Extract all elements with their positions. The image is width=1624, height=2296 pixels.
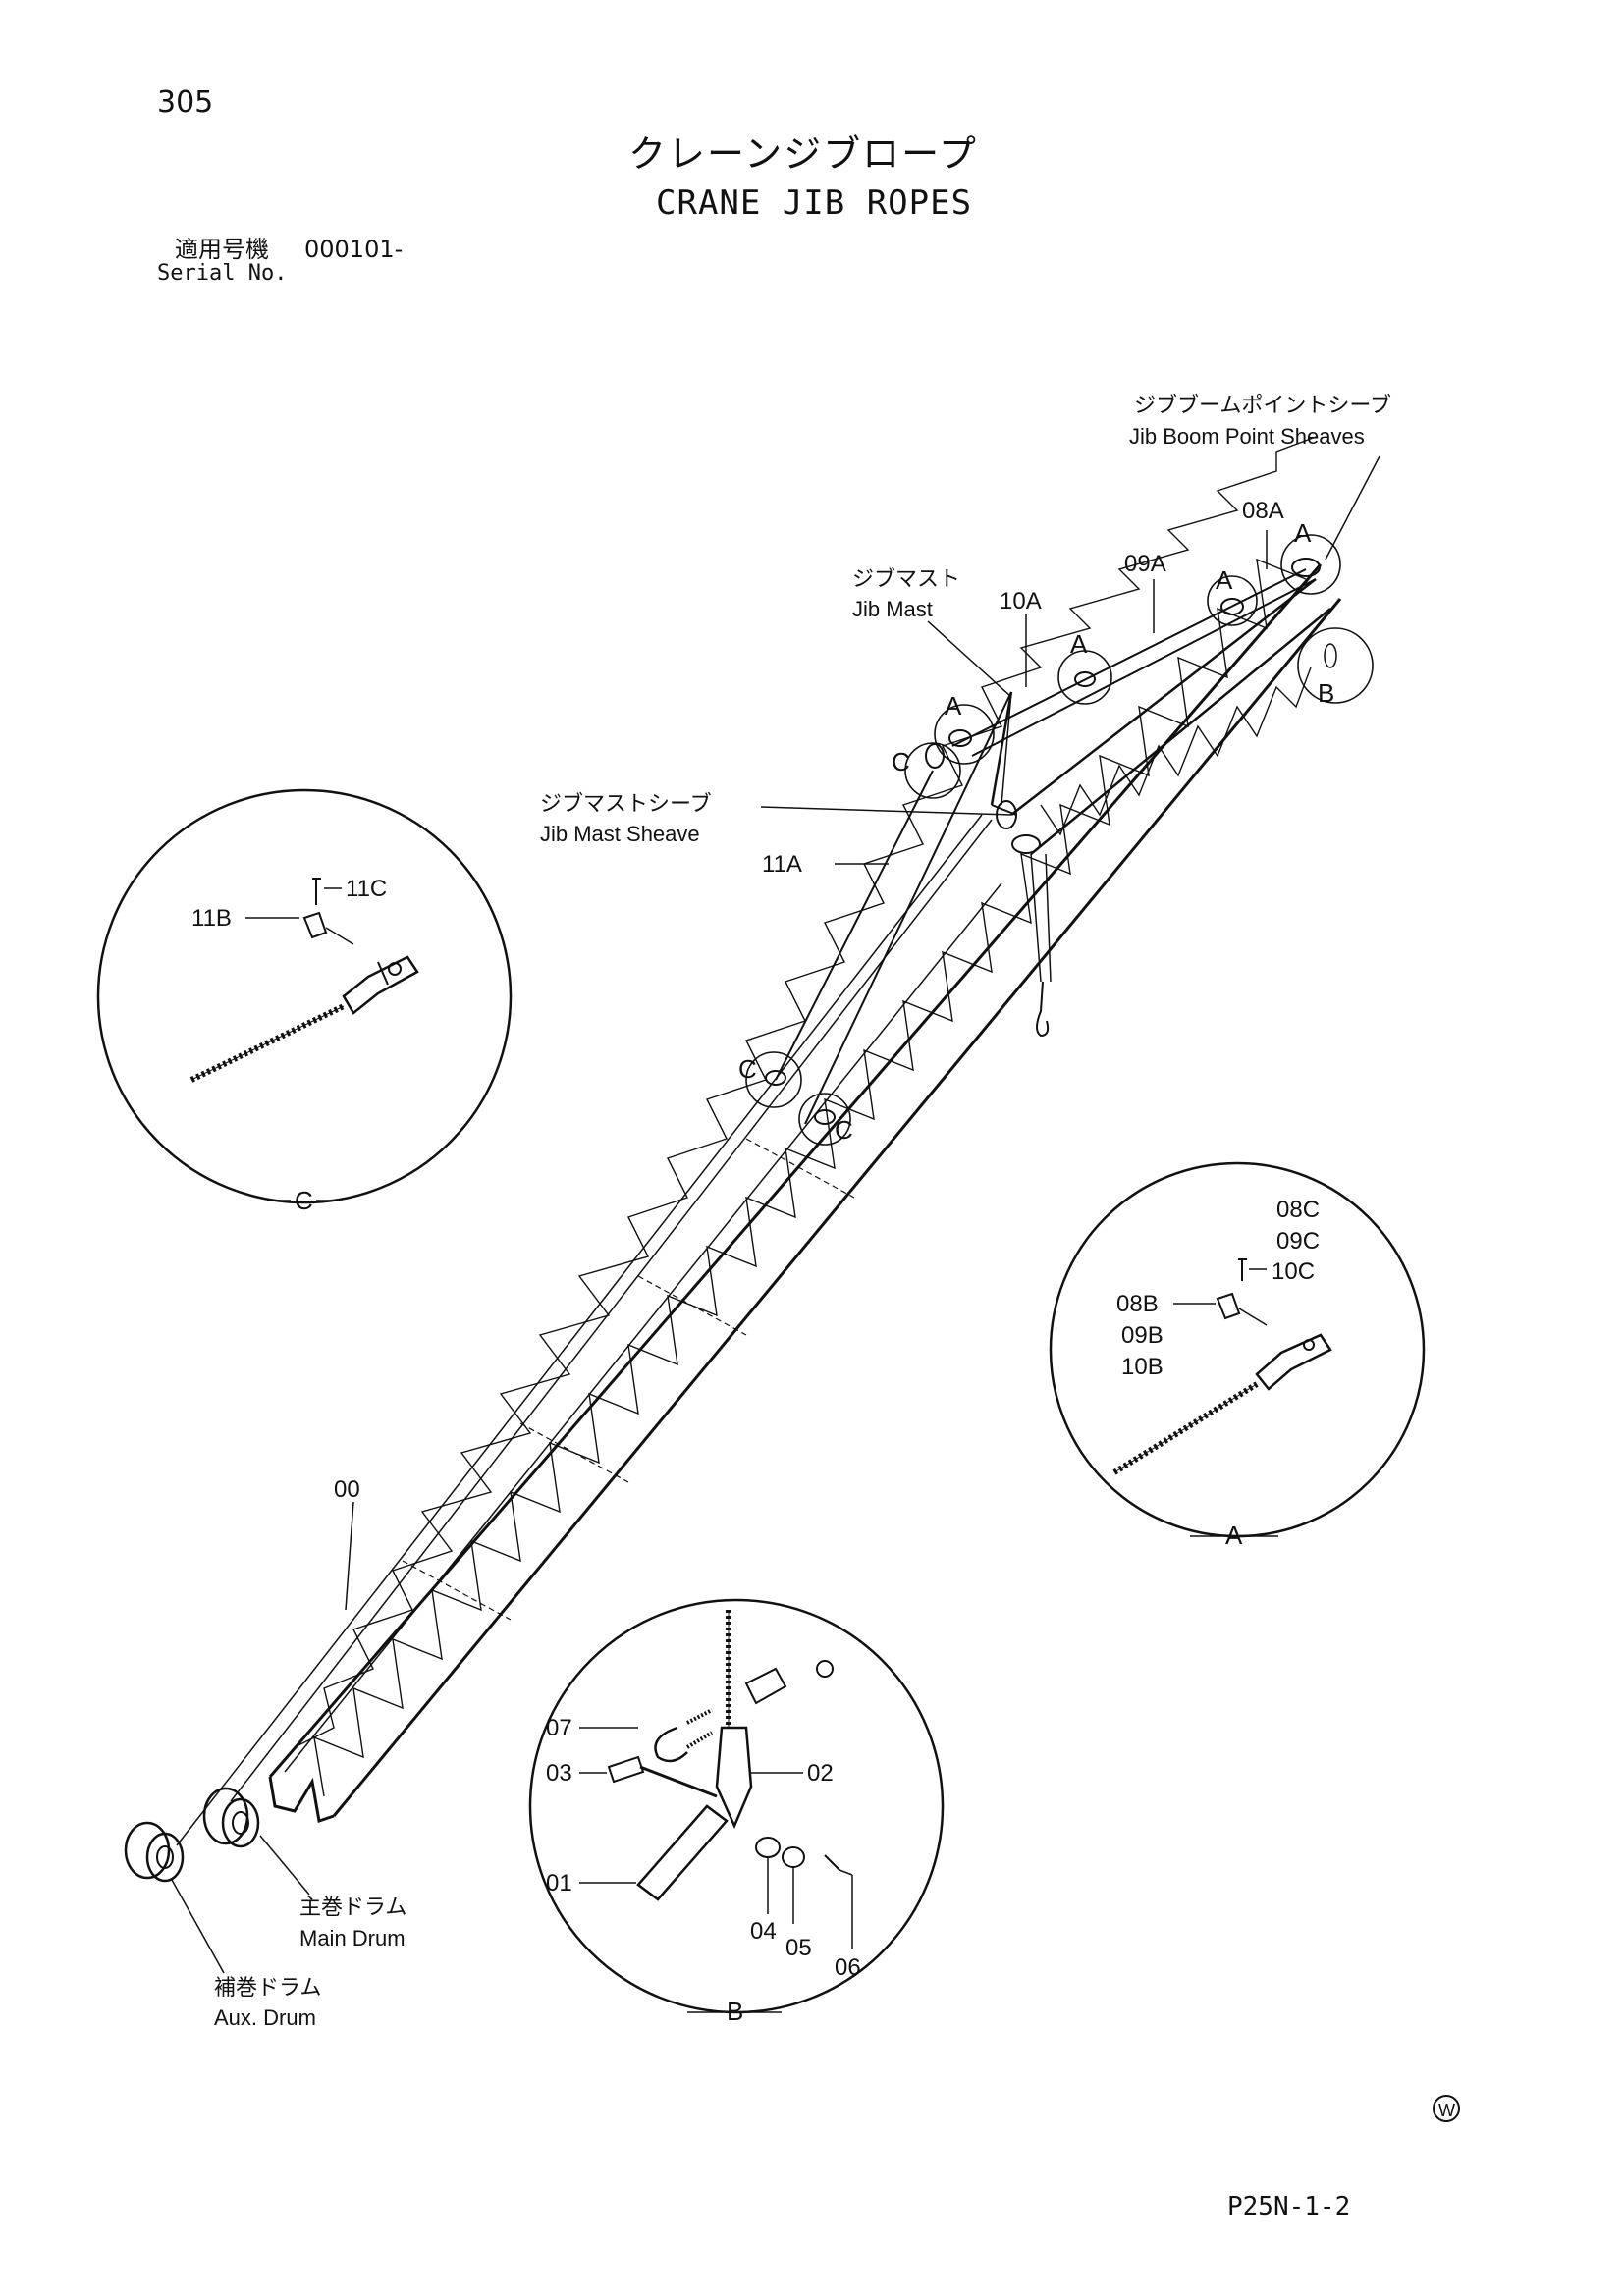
ref-letter-c-1: C: [892, 747, 910, 776]
part-label-08C: 08C: [1276, 1197, 1320, 1223]
page-number: 305: [157, 85, 214, 120]
part-label-10A: 10A: [1000, 588, 1042, 614]
part-number-labels: 08A 09A 10A 11A 00 11B 11C 08C 09C 10C 0…: [191, 498, 1320, 1981]
part-label-01: 01: [546, 1870, 572, 1896]
ref-letter-a-2: A: [1216, 565, 1233, 595]
detail-c: [96, 788, 513, 1204]
part-label-02: 02: [807, 1760, 834, 1787]
w-mark-letter: W: [1438, 2101, 1455, 2120]
jib-section: [1010, 578, 1331, 855]
label-jib-mast-sheave-jp: ジブマストシーブ: [540, 791, 712, 816]
ref-letter-a-3: A: [1070, 629, 1088, 659]
part-label-08B: 08B: [1116, 1291, 1159, 1317]
ref-letter-c-2: C: [738, 1054, 757, 1084]
part-label-10B: 10B: [1121, 1354, 1164, 1380]
detail-b: [528, 1598, 945, 2014]
page-title-japanese: クレーンジブロープ: [628, 133, 978, 176]
page-title-english: CRANE JIB ROPES: [656, 184, 973, 223]
footer-drawing-code: P25N-1-2: [1227, 2192, 1351, 2221]
label-jib-mast-sheave-en: Jib Mast Sheave: [540, 822, 700, 846]
ref-letter-a-1: A: [1294, 518, 1312, 548]
leader-lines: [345, 455, 1380, 1611]
w-mark: W: [1433, 2095, 1460, 2122]
ref-letter-a-4: A: [945, 691, 962, 721]
label-jib-mast-jp: ジブマスト: [852, 566, 960, 591]
detail-ref-circles: [745, 534, 1374, 1146]
part-label-10C: 10C: [1272, 1258, 1315, 1285]
serial-label-english: Serial No.: [157, 261, 288, 286]
callout-labels: ジブブームポイントシーブ Jib Boom Point Sheaves ジブマス…: [214, 393, 1391, 2030]
drums: [124, 1787, 310, 1974]
part-label-04: 04: [750, 1918, 777, 1945]
serial-value: 000101-: [304, 236, 404, 263]
detail-a: [1049, 1161, 1426, 1538]
detail-title-ticks: [267, 1200, 1278, 2013]
part-label-05: 05: [785, 1935, 812, 1961]
label-jib-boom-point-sheaves-jp: ジブブームポイントシーブ: [1134, 393, 1391, 417]
serial-label-japanese: 適用号機: [175, 236, 269, 263]
label-main-drum-jp: 主巻ドラム: [299, 1895, 406, 1919]
part-label-09B: 09B: [1121, 1322, 1164, 1349]
part-label-09A: 09A: [1124, 551, 1166, 577]
part-label-11A: 11A: [762, 851, 802, 878]
boom-lattice: [268, 436, 1342, 1823]
ref-letter-c-3: C: [835, 1115, 853, 1145]
detail-c-title: C: [295, 1186, 313, 1215]
detail-ref-letters: A A A A C B C C C A B: [295, 518, 1334, 2026]
label-main-drum-en: Main Drum: [299, 1926, 406, 1950]
detail-b-title: B: [727, 1997, 743, 2026]
jib-mast-ropes: [176, 558, 1321, 1846]
label-jib-boom-point-sheaves-en: Jib Boom Point Sheaves: [1129, 424, 1365, 449]
part-label-03: 03: [546, 1760, 572, 1787]
part-label-07: 07: [546, 1715, 572, 1741]
label-aux-drum-en: Aux. Drum: [214, 2005, 316, 2030]
part-label-11B: 11B: [191, 905, 232, 932]
label-aux-drum-jp: 補巻ドラム: [214, 1975, 321, 2000]
label-jib-mast-en: Jib Mast: [852, 597, 933, 621]
detail-a-title: A: [1225, 1521, 1243, 1550]
part-label-06: 06: [835, 1954, 861, 1981]
part-label-00: 00: [334, 1476, 360, 1503]
part-label-11C: 11C: [346, 876, 387, 902]
ref-letter-b-1: B: [1318, 678, 1334, 708]
part-label-08A: 08A: [1242, 498, 1284, 524]
part-label-09C: 09C: [1276, 1228, 1320, 1255]
